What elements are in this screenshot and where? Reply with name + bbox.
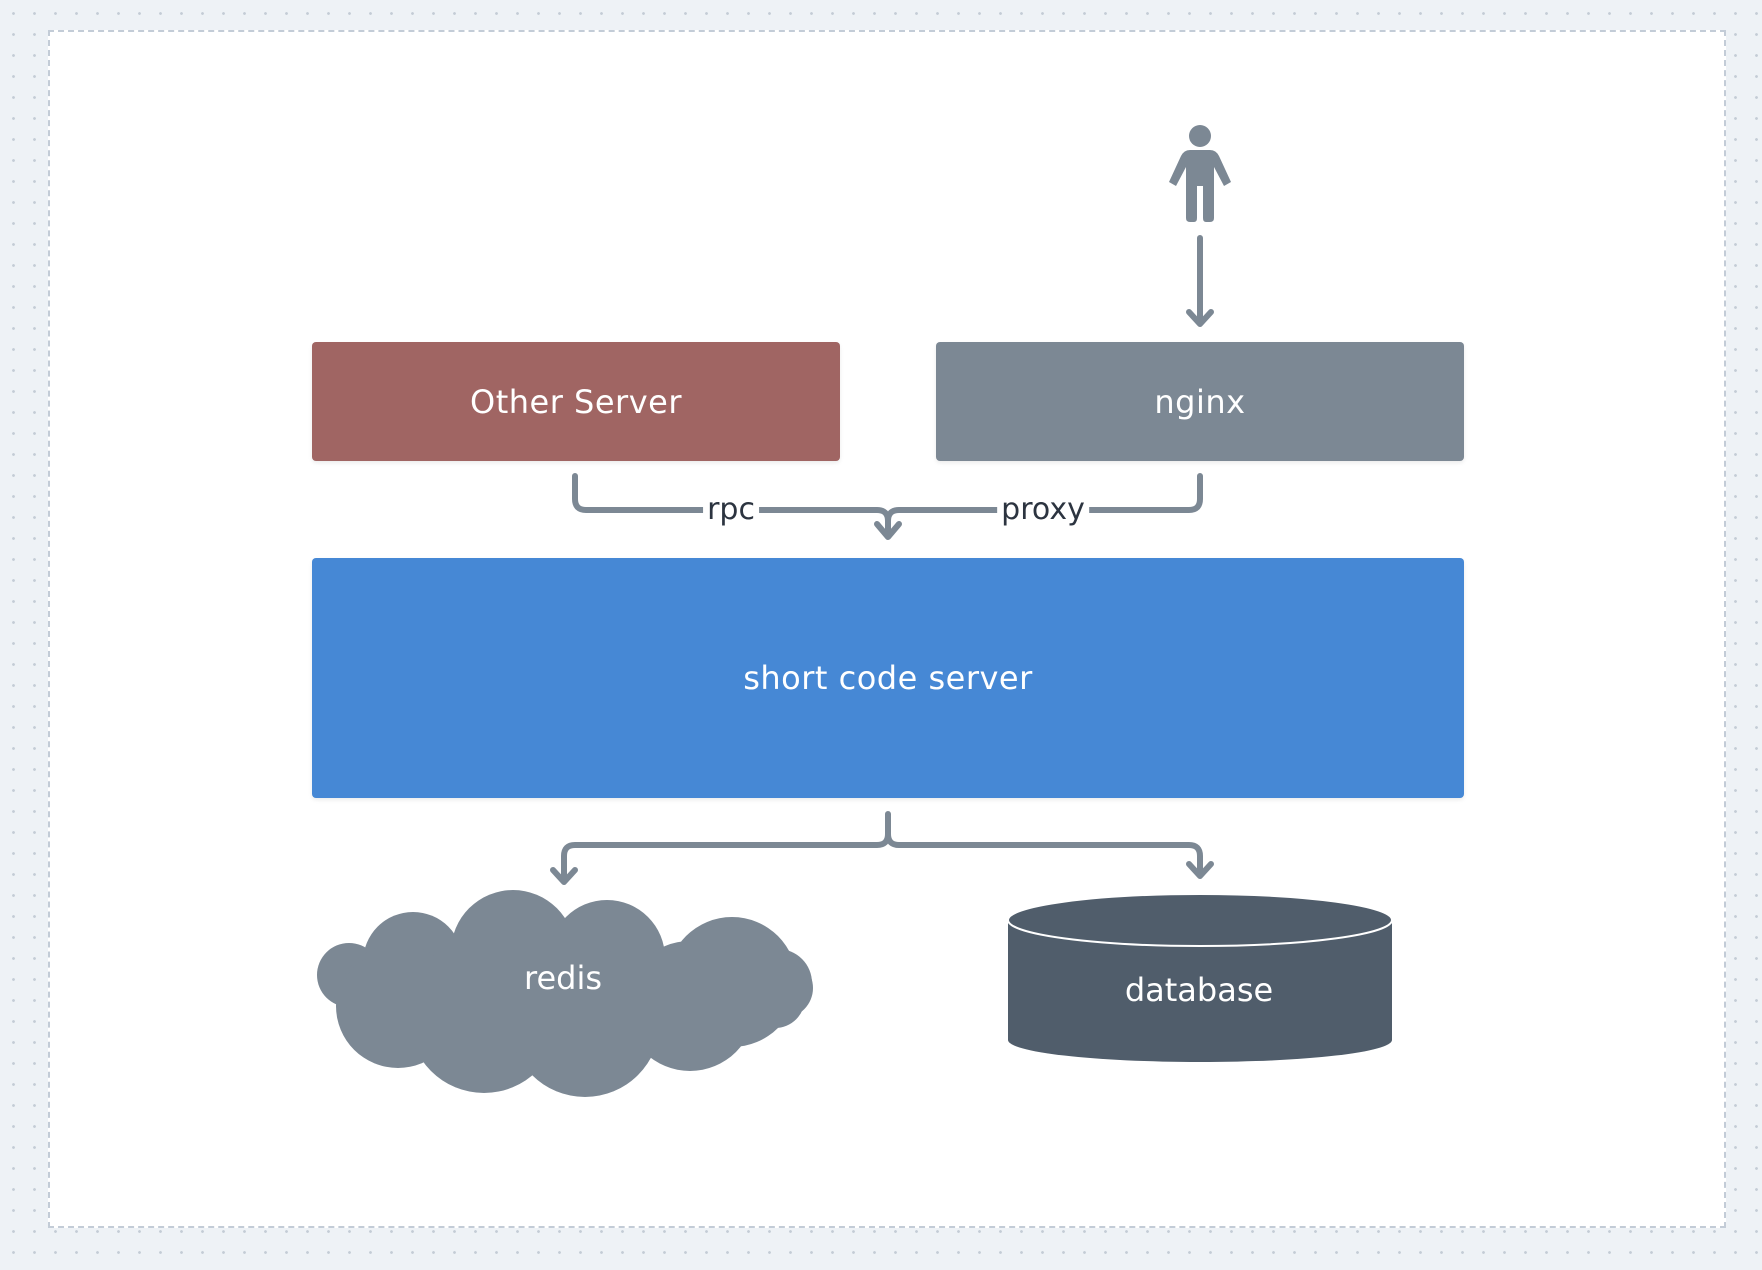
short-code-server-label: short code server <box>743 659 1033 697</box>
user-to-nginx-arrow <box>1186 235 1214 327</box>
database-cylinder-shape <box>1007 893 1393 1062</box>
rpc-edge-label: rpc <box>703 490 759 530</box>
nginx-node[interactable]: nginx <box>936 342 1464 461</box>
merge-arrowhead <box>874 521 902 540</box>
database-label: database <box>1124 971 1274 1009</box>
other-server-node[interactable]: Other Server <box>312 342 840 461</box>
nginx-label: nginx <box>1154 382 1246 421</box>
redis-label: redis <box>523 959 603 997</box>
redis-arrowhead <box>550 867 578 885</box>
other-server-label: Other Server <box>470 382 682 421</box>
redis-cloud-shape <box>317 890 813 1097</box>
to-database-connector <box>885 831 1203 877</box>
person-icon <box>1169 125 1231 222</box>
short-code-server-node[interactable]: short code server <box>312 558 1464 798</box>
proxy-edge-label: proxy <box>997 490 1089 530</box>
database-arrowhead <box>1186 861 1214 879</box>
to-redis-connector <box>561 811 891 883</box>
